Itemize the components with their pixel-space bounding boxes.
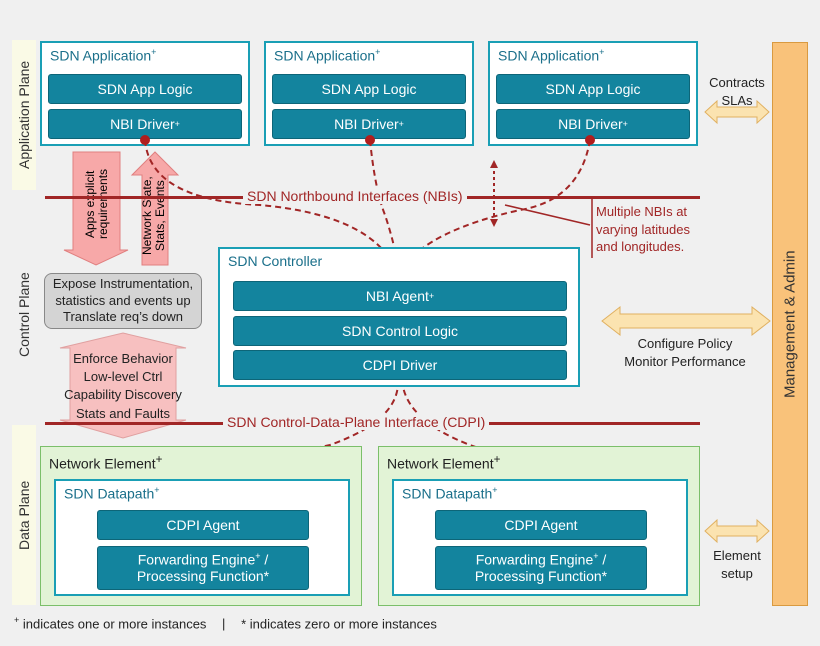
expose-instrumentation-box: Expose Instrumentation, statistics and e… xyxy=(44,273,202,329)
nbi-driver-label: NBI Driver xyxy=(558,115,623,132)
policy-label: Configure Policy xyxy=(637,336,733,351)
latitude-arrow-bottom xyxy=(490,219,498,227)
engine-line1: Forwarding Engine xyxy=(475,551,594,568)
contracts-text: Contracts SLAs xyxy=(702,74,772,109)
nbi-dot-1 xyxy=(140,135,150,145)
setup-label: setup xyxy=(721,565,753,581)
cdpi-agent: CDPI Agent xyxy=(97,510,309,540)
sdn-application-3: SDN Application+ SDN App Logic NBI Drive… xyxy=(488,41,698,146)
nbi-driver-sup: + xyxy=(622,118,628,129)
sdn-app-logic: SDN App Logic xyxy=(48,74,242,104)
data-plane-band xyxy=(12,425,36,605)
engine-line1-end: / xyxy=(260,551,269,568)
cdpi-connector-2 xyxy=(401,379,541,504)
state-up-arrow xyxy=(130,151,180,266)
nbi-note-leader xyxy=(504,204,591,226)
sdn-datapath: SDN Datapath+ CDPI Agent Forwarding Engi… xyxy=(392,479,688,596)
engine-line1-end: / xyxy=(598,551,607,568)
policy-text: Configure Policy Monitor Performance xyxy=(605,335,765,370)
nbi-label: SDN Northbound Interfaces (NBIs) xyxy=(243,188,467,204)
datapath-title: SDN Datapath xyxy=(402,485,493,502)
controller-title: SDN Controller xyxy=(228,253,323,269)
forwarding-engine: Forwarding Engine+ / Processing Function… xyxy=(97,546,309,590)
nbi-agent: NBI Agent+ xyxy=(233,281,567,311)
enforce-line-2: Low-level Ctrl xyxy=(83,369,163,385)
nbi-driver-sup: + xyxy=(174,118,180,129)
footer-plus-text: indicates one or more instances xyxy=(19,616,207,632)
sdn-control-logic: SDN Control Logic xyxy=(233,316,567,346)
datapath-title: SDN Datapath xyxy=(64,485,155,502)
sdn-controller: SDN Controller NBI Agent+ SDN Control Lo… xyxy=(218,247,580,387)
app-title: SDN Application xyxy=(274,47,376,64)
sdn-application-1: SDN Application+ SDN App Logic NBI Drive… xyxy=(40,41,250,146)
nbi-note: Multiple NBIs at varying latitudes and l… xyxy=(596,204,690,255)
cdpi-agent: CDPI Agent xyxy=(435,510,647,540)
cdpi-label: SDN Control-Data-Plane Interface (CDPI) xyxy=(223,414,490,430)
engine-line1: Forwarding Engine xyxy=(137,551,256,568)
slas-label: SLAs xyxy=(721,92,753,108)
contracts-label: Contracts xyxy=(709,75,765,90)
element-double-arrow xyxy=(704,518,770,544)
app-title-sup: + xyxy=(151,47,157,57)
network-element-2: Network Element+ SDN Datapath+ CDPI Agen… xyxy=(378,446,700,606)
nbi-dot-2 xyxy=(365,135,375,145)
control-data-double-arrow xyxy=(59,332,187,439)
contracts-double-arrow xyxy=(704,99,770,125)
nbi-driver-label: NBI Driver xyxy=(334,115,399,132)
datapath-title-sup: + xyxy=(492,485,498,495)
latitude-arrow-top xyxy=(490,160,498,168)
footer-separator: | xyxy=(222,616,226,632)
network-element-1: Network Element+ SDN Datapath+ CDPI Agen… xyxy=(40,446,362,606)
enforce-line-1: Enforce Behavior xyxy=(73,351,173,366)
nbi-driver: NBI Driver+ xyxy=(48,109,242,139)
enforce-line-4: Stats and Faults xyxy=(76,405,170,421)
ne-title-sup: + xyxy=(493,453,501,466)
element-setup-text: Element setup xyxy=(702,547,772,582)
cdpi-driver: CDPI Driver xyxy=(233,350,567,380)
app-title: SDN Application xyxy=(50,47,152,64)
footer-star-text: * indicates zero or more instances xyxy=(241,616,437,632)
datapath-title-sup: + xyxy=(154,485,160,495)
footer-plus-sup: + xyxy=(14,615,20,625)
monitor-label: Monitor Performance xyxy=(624,353,746,369)
requirements-down-arrow xyxy=(63,151,129,266)
policy-double-arrow xyxy=(601,305,771,337)
nbi-dot-3 xyxy=(585,135,595,145)
engine-line2: Processing Function* xyxy=(136,568,270,585)
app-title: SDN Application xyxy=(498,47,600,64)
application-plane-band xyxy=(12,40,36,190)
sdn-app-logic: SDN App Logic xyxy=(272,74,466,104)
nbi-connector-1 xyxy=(144,139,398,272)
ne-title: Network Element xyxy=(387,455,494,472)
app-title-sup: + xyxy=(375,47,381,57)
nbi-driver-sup: + xyxy=(398,118,404,129)
nbi-driver-label: NBI Driver xyxy=(110,115,175,132)
sdn-app-logic: SDN App Logic xyxy=(496,74,690,104)
forwarding-engine: Forwarding Engine+ / Processing Function… xyxy=(435,546,647,590)
element-label: Element xyxy=(713,548,761,563)
nbi-agent-sup: + xyxy=(428,290,435,301)
sdn-application-2: SDN Application+ SDN App Logic NBI Drive… xyxy=(264,41,474,146)
sdn-datapath: SDN Datapath+ CDPI Agent Forwarding Engi… xyxy=(54,479,350,596)
enforce-text: Enforce Behavior Low-level Ctrl Capabili… xyxy=(50,350,196,423)
ne-title: Network Element xyxy=(49,455,156,472)
nbi-agent-label: NBI Agent xyxy=(365,287,429,304)
management-admin-column xyxy=(772,42,808,606)
footer-legend: + indicates one or more instances | * in… xyxy=(14,615,437,631)
engine-line2: Processing Function* xyxy=(474,568,608,585)
nbi-driver: NBI Driver+ xyxy=(496,109,690,139)
engine-sup: + xyxy=(593,550,599,561)
engine-sup: + xyxy=(255,550,261,561)
ne-title-sup: + xyxy=(155,453,163,466)
enforce-line-3: Capability Discovery xyxy=(64,387,182,403)
app-title-sup: + xyxy=(599,47,605,57)
